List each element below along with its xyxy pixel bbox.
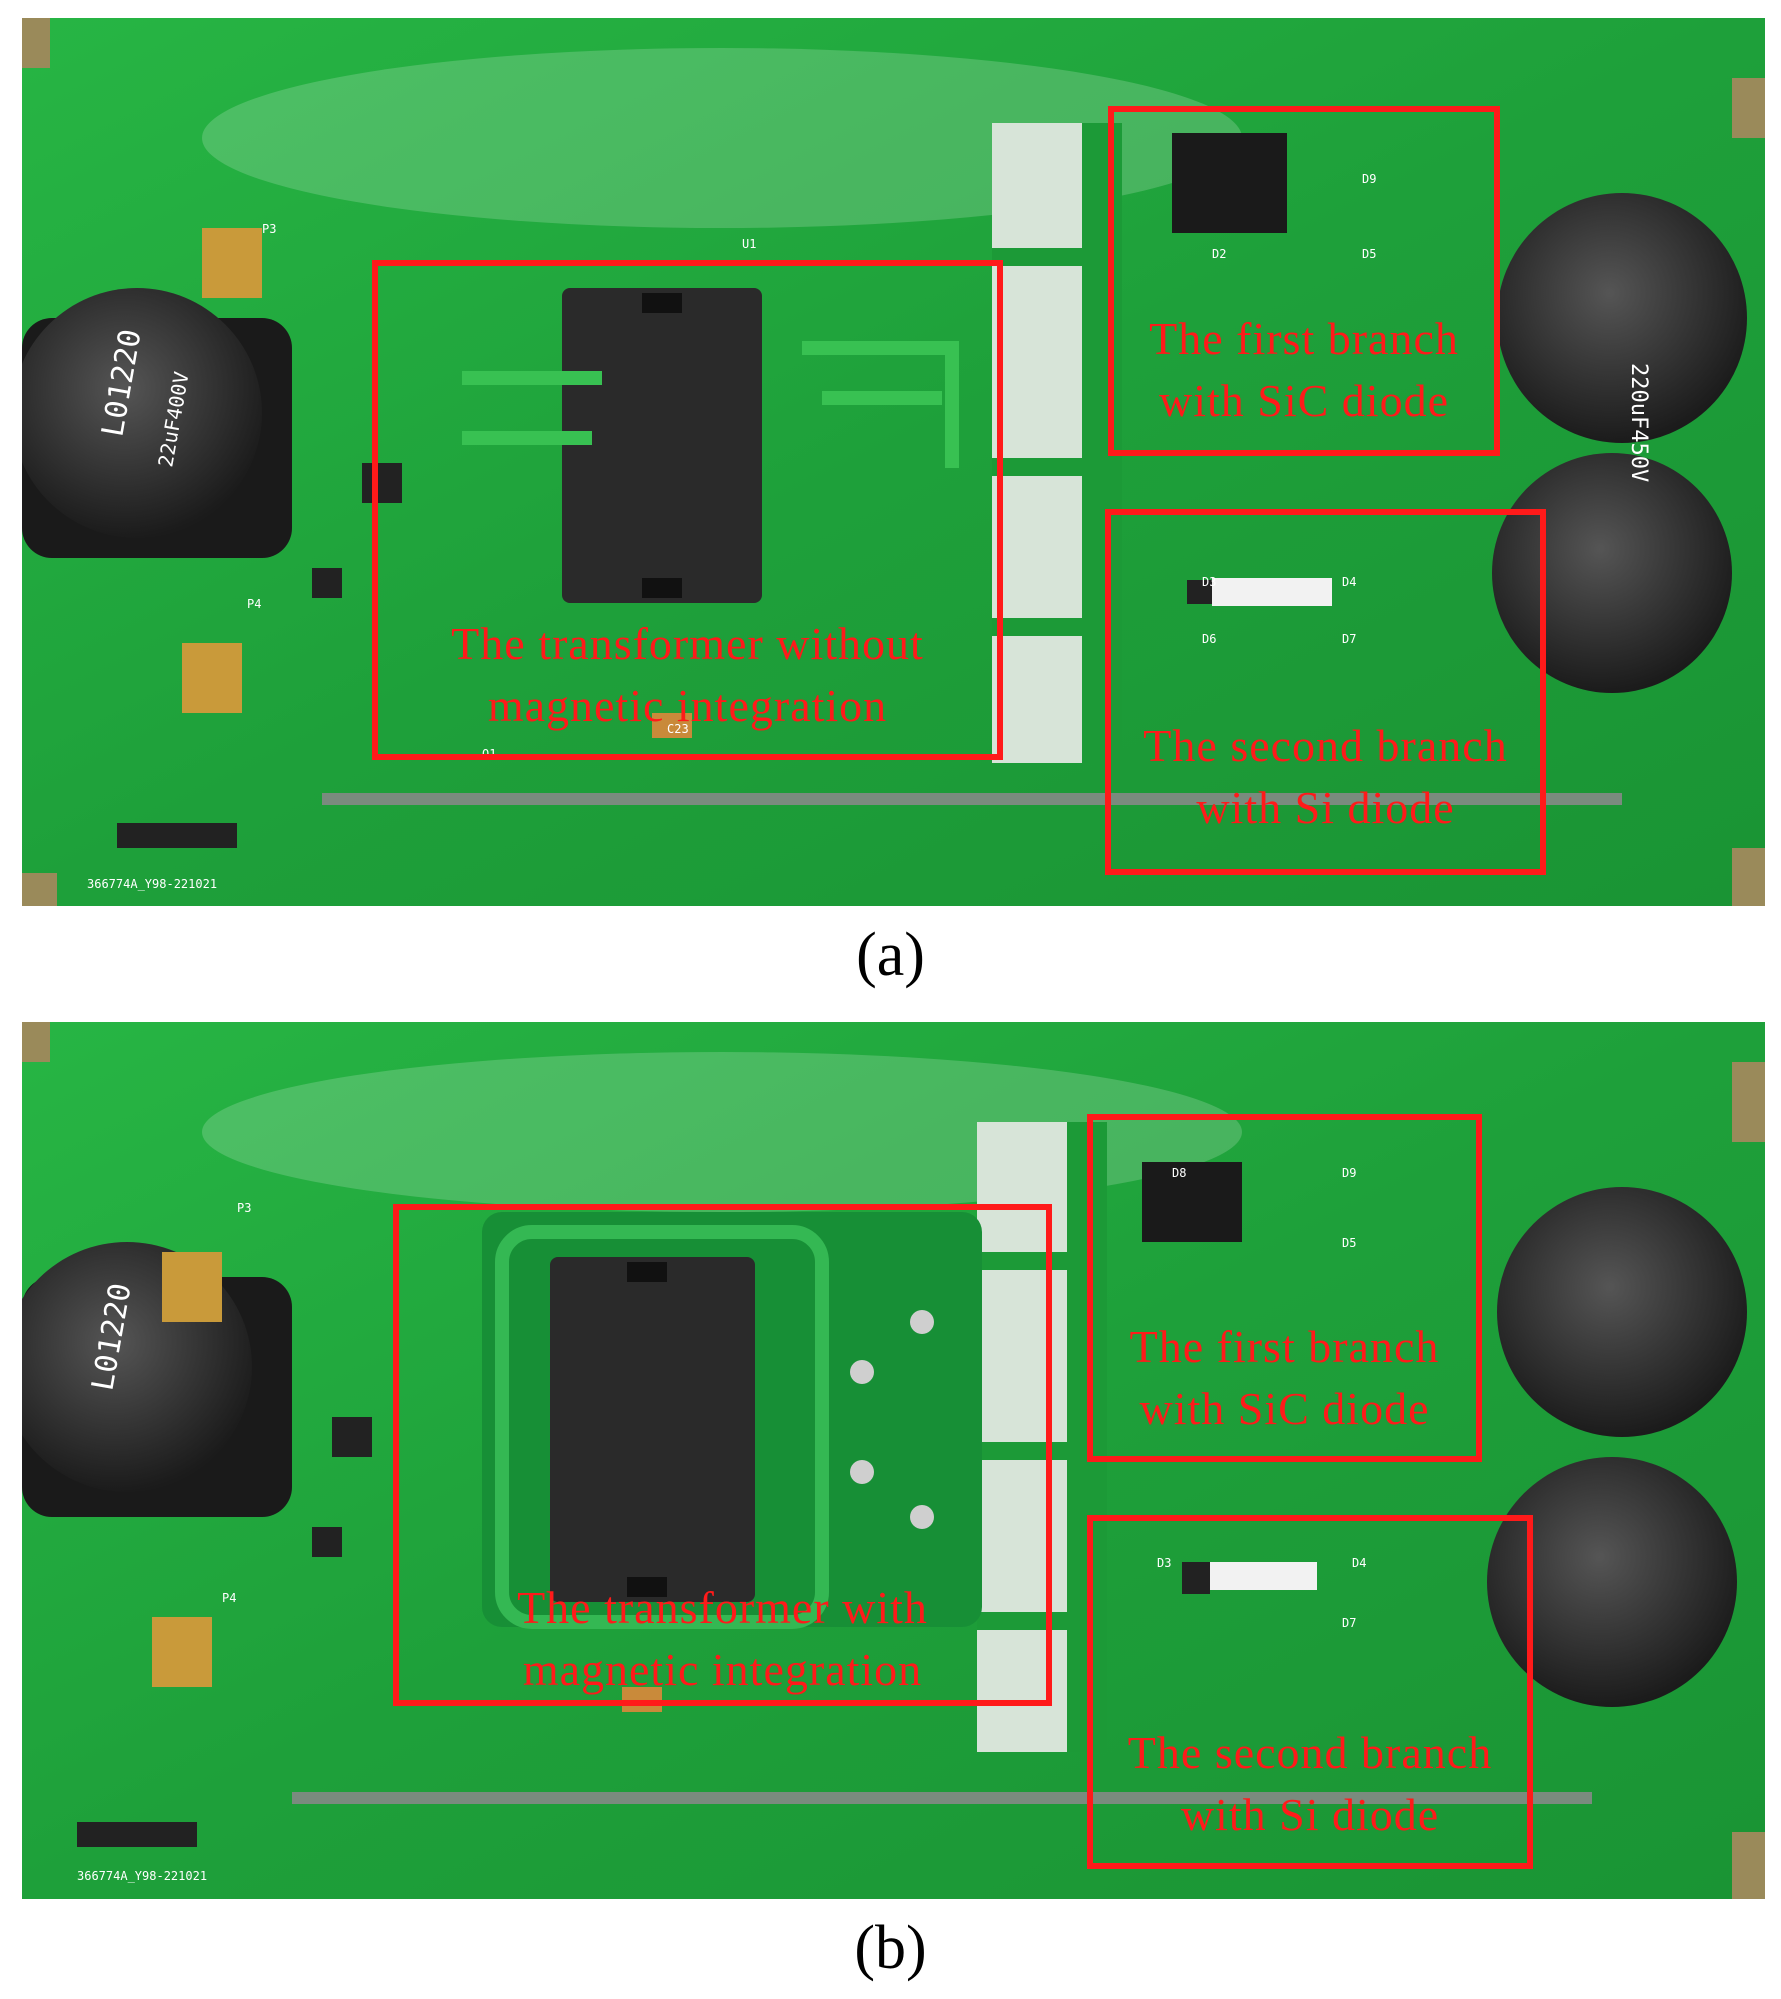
silk-d3: D3 bbox=[1202, 575, 1216, 589]
silk-d7-b: D7 bbox=[1342, 1616, 1356, 1630]
transformer-label-b-line1: The transformer with bbox=[517, 1582, 928, 1633]
first-branch-box-a bbox=[1108, 106, 1500, 456]
second-branch-label-b-line1: The second branch bbox=[1127, 1727, 1493, 1778]
transformer-box-b bbox=[393, 1204, 1052, 1706]
second-branch-box-a bbox=[1105, 509, 1546, 875]
silk-d6: D6 bbox=[1202, 632, 1216, 646]
caption-a: (a) bbox=[856, 921, 925, 989]
transformer-label-a-line1: The transformer without bbox=[451, 618, 924, 669]
pcb-photo-b: L01220 366774A_Y98-221021 P3 P4 D3 bbox=[22, 1022, 1765, 1899]
board-id-label: 366774A_Y98-221021 bbox=[87, 877, 217, 891]
silk-u1: U1 bbox=[742, 237, 756, 251]
silk-d4-b: D4 bbox=[1352, 1556, 1366, 1570]
second-branch-label-a-line2: with Si diode bbox=[1196, 782, 1455, 833]
silk-d8-b: D8 bbox=[1172, 1166, 1186, 1180]
silk-d2: D2 bbox=[1212, 247, 1226, 261]
transformer-label-b-line2: magnetic integration bbox=[522, 1644, 923, 1695]
second-branch-label-a-line1: The second branch bbox=[1143, 720, 1508, 771]
silk-p4-b: P4 bbox=[222, 1591, 236, 1605]
silk-d5: D5 bbox=[1362, 247, 1376, 261]
first-branch-label-b-line2: with SiC diode bbox=[1139, 1383, 1430, 1434]
transformer-box-a bbox=[372, 260, 1003, 760]
silk-d9-b: D9 bbox=[1342, 1166, 1356, 1180]
pcb-photo-a: L01220 366774A_Y98-221021 P3 P4 U1 D2 D3… bbox=[22, 18, 1765, 906]
caption-b: (b) bbox=[854, 1914, 927, 1982]
silk-d5-b: D5 bbox=[1342, 1236, 1356, 1250]
board-id-label-b: 366774A_Y98-221021 bbox=[77, 1869, 207, 1883]
silk-c23: C23 bbox=[667, 722, 689, 736]
silk-d3-b: D3 bbox=[1157, 1556, 1171, 1570]
first-branch-label-a-line2: with SiC diode bbox=[1158, 375, 1450, 426]
silk-p3: P3 bbox=[262, 222, 276, 236]
first-branch-label-b-line1: The first branch bbox=[1129, 1321, 1440, 1372]
silk-p4: P4 bbox=[247, 597, 261, 611]
second-branch-box-b bbox=[1087, 1515, 1533, 1869]
first-branch-box-b bbox=[1087, 1114, 1482, 1462]
silk-d7: D7 bbox=[1342, 632, 1356, 646]
silk-d9: D9 bbox=[1362, 172, 1376, 186]
first-branch-label-a-line1: The first branch bbox=[1149, 313, 1459, 364]
pcb-board-image-a: L01220 366774A_Y98-221021 P3 P4 U1 D2 D3… bbox=[22, 18, 1765, 906]
transformer-label-a-line2: magnetic integration bbox=[487, 680, 888, 731]
second-branch-label-b-line2: with Si diode bbox=[1180, 1789, 1440, 1840]
silk-p3-b: P3 bbox=[237, 1201, 251, 1215]
silk-d4: D4 bbox=[1342, 575, 1356, 589]
capacitor-right-label: 220uF450V bbox=[1626, 363, 1651, 482]
